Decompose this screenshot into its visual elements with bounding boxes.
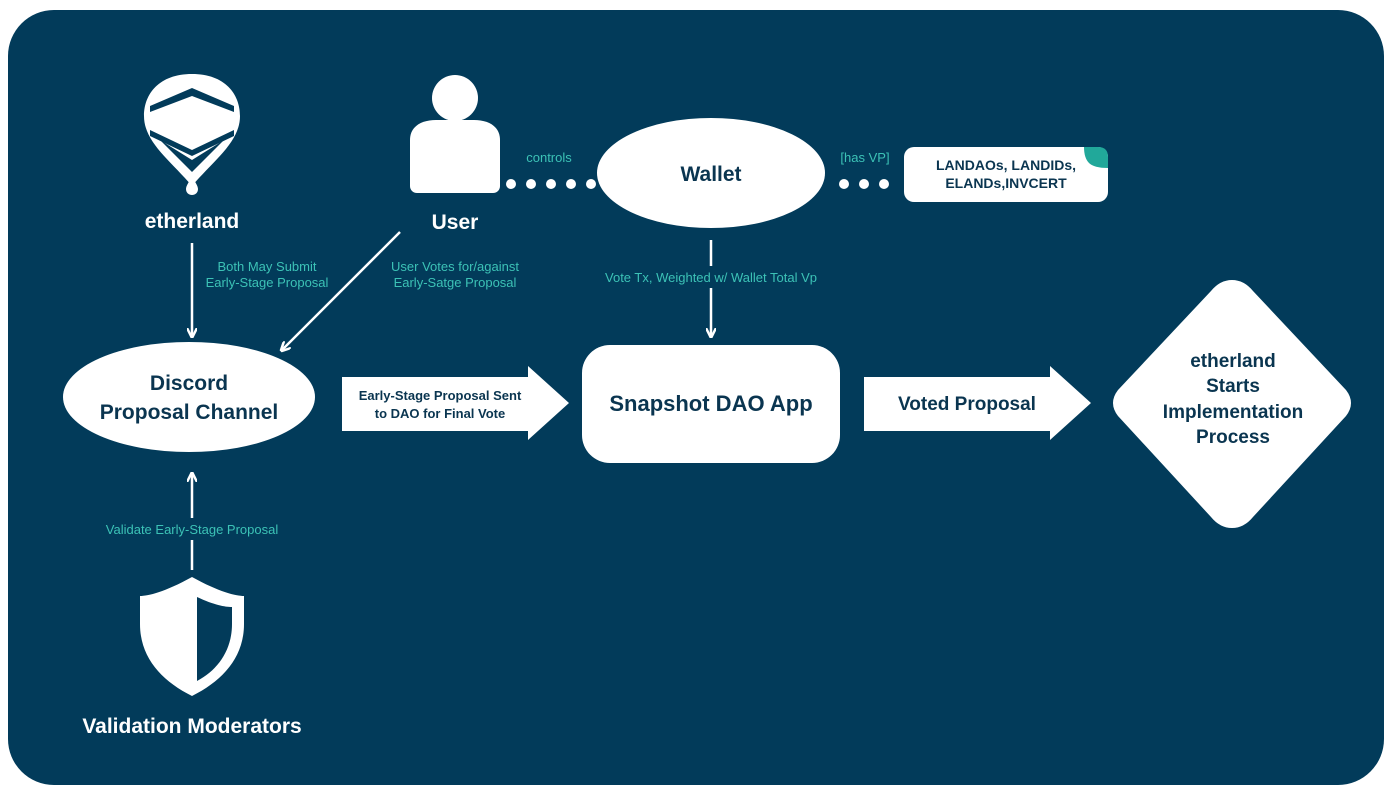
assets-label-line2: ELANDs,INVCERT [945, 175, 1067, 191]
early-stage-sent-line2: to DAO for Final Vote [375, 406, 505, 421]
early-stage-sent-arrow [342, 366, 569, 440]
early-stage-sent-line1: Early-Stage Proposal Sent [359, 388, 522, 403]
discord-node [63, 342, 315, 452]
etherland-logo-icon [144, 74, 240, 195]
moderators-label: Validation Moderators [82, 715, 301, 738]
implementation-line4: Process [1196, 427, 1270, 448]
discord-label-line1: Discord [150, 372, 228, 395]
user-votes-line2: Early-Satge Proposal [394, 275, 517, 290]
implementation-line3: Implementation [1163, 402, 1303, 423]
both-submit-line2: Early-Stage Proposal [206, 275, 329, 290]
discord-label-line2: Proposal Channel [100, 401, 279, 424]
implementation-line1: etherland [1190, 351, 1276, 372]
wallet-node [597, 118, 825, 228]
assets-node [904, 147, 1108, 202]
vote-tx-annotation: Vote Tx, Weighted w/ Wallet Total Vp [605, 270, 817, 285]
assets-label-line1: LANDAOs, LANDIDs, [936, 157, 1076, 173]
validate-label-bg [86, 518, 298, 540]
vote-tx-label-bg [586, 266, 836, 288]
user-label: User [432, 211, 479, 234]
user-submit-arrow [282, 231, 401, 350]
shield-icon [140, 577, 244, 696]
user-votes-line1: User Votes for/against [391, 259, 519, 274]
snapshot-label: Snapshot DAO App [609, 391, 812, 416]
voted-proposal-arrow [864, 366, 1091, 440]
has-vp-annotation: [has VP] [840, 150, 889, 165]
implementation-node [1113, 280, 1351, 528]
has-vp-connector [839, 179, 889, 189]
validate-annotation: Validate Early-Stage Proposal [106, 522, 279, 537]
assets-corner-accent [1084, 147, 1108, 168]
etherland-label: etherland [145, 210, 240, 233]
voted-proposal-label: Voted Proposal [898, 394, 1036, 415]
user-icon [410, 75, 500, 193]
implementation-line2: Starts [1206, 376, 1260, 397]
controls-connector [506, 179, 596, 189]
controls-annotation: controls [526, 150, 572, 165]
wallet-label: Wallet [680, 163, 741, 186]
both-submit-line1: Both May Submit [218, 259, 317, 274]
snapshot-node [582, 345, 840, 463]
